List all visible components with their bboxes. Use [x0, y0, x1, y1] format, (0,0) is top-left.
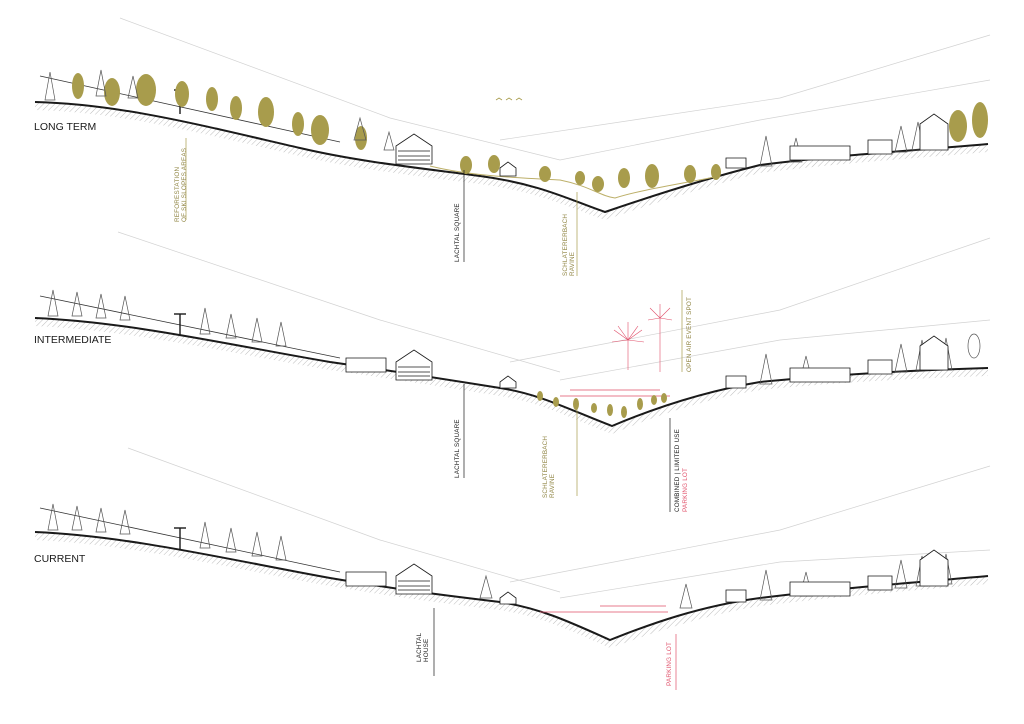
- intermediate-section: INTERMEDIATE: [34, 231, 991, 512]
- label-ravine-long-term: SCHLATERERBACH RAVINE: [562, 213, 576, 276]
- long-term-section: LONG TERM: [34, 17, 991, 276]
- parking-overlay: [540, 605, 668, 613]
- background-mountain-lines: [119, 17, 991, 161]
- houses-intermediate: [345, 335, 949, 389]
- soil-hatch-intermediate: [35, 318, 988, 434]
- parking-overlay: [560, 389, 670, 397]
- dimension-lines-long-term: [185, 138, 578, 276]
- current-section: CURRENT: [34, 447, 991, 690]
- dimension-lines-current: [433, 608, 677, 690]
- label-lachtal-square-intermediate: LACHTAL SQUARE: [454, 419, 461, 478]
- label-ravine-intermediate: SCHLATERERBACH RAVINE: [542, 435, 556, 498]
- background-mountain-lines: [117, 231, 991, 381]
- birds: [495, 97, 523, 101]
- houses-long-term: [395, 113, 949, 177]
- label-open-air-event: OPEN AIR EVENT SPOT: [686, 296, 693, 372]
- olive-trees-intermediate: [537, 391, 667, 418]
- title-intermediate: INTERMEDIATE: [34, 334, 111, 346]
- fireworks-event: [611, 304, 673, 372]
- label-combined-limited-use: COMBINED | LIMITED USE: [674, 428, 681, 512]
- title-long-term: LONG TERM: [34, 121, 96, 133]
- soil-hatch-current: [35, 532, 988, 648]
- label-lachtal-house: LACHTAL HOUSE: [416, 632, 430, 662]
- label-reforestation: REFORESTATION OF SKI SLOPES AREAS: [174, 147, 188, 222]
- lift-pylon: [174, 527, 186, 550]
- title-current: CURRENT: [34, 553, 86, 565]
- lift-pylon: [174, 313, 186, 336]
- label-parking-lot-intermediate: PARKING LOT: [682, 467, 689, 512]
- ski-lift-cable: [39, 295, 341, 359]
- label-parking-lot-current: PARKING LOT: [666, 641, 673, 686]
- ski-lift-cable: [39, 75, 341, 143]
- label-lachtal-square-long-term: LACHTAL SQUARE: [454, 203, 461, 262]
- background-mountain-lines: [127, 447, 991, 599]
- ski-lift-cable: [39, 507, 341, 573]
- dimension-lines-intermediate: [463, 290, 683, 512]
- terrace-line: [429, 165, 721, 199]
- houses-current: [345, 549, 949, 605]
